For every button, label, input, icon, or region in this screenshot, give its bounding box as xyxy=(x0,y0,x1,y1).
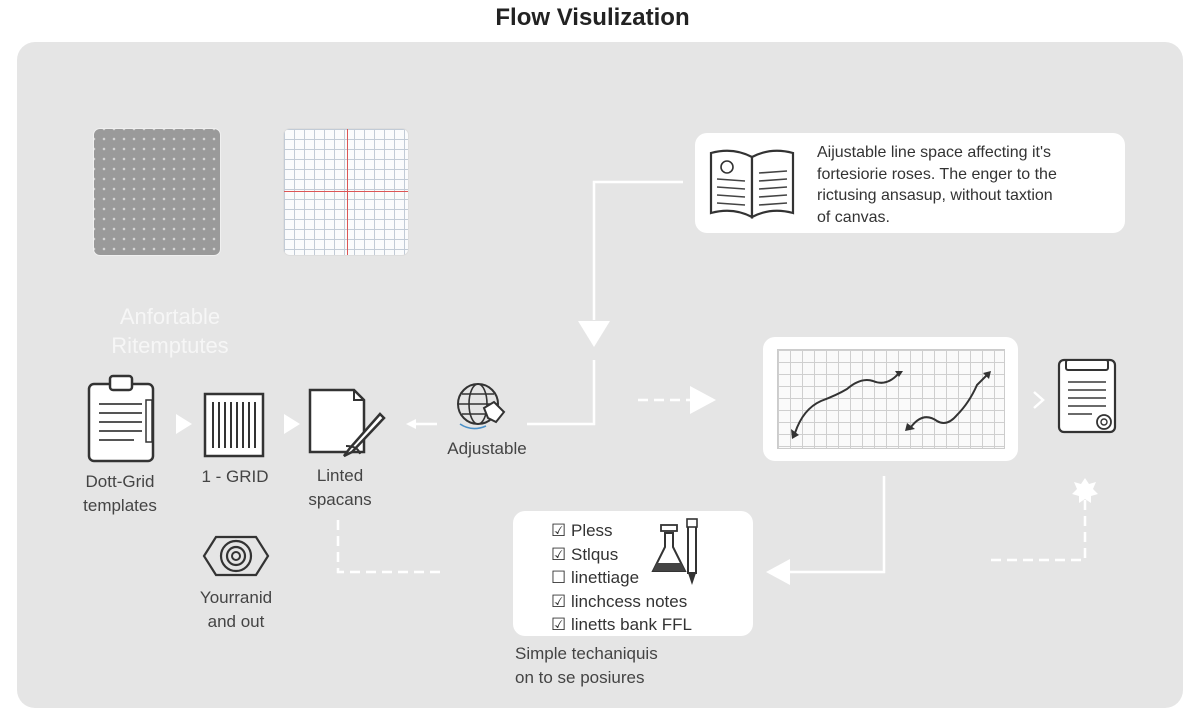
red-axis-vertical xyxy=(347,129,348,255)
arrowhead-down xyxy=(578,321,610,347)
label-linted-spacans: Linted spacans xyxy=(290,464,390,512)
checkbox-empty-icon[interactable]: ☐ xyxy=(551,568,567,587)
label-line: templates xyxy=(83,496,157,515)
chart-card[interactable] xyxy=(763,337,1018,461)
page-pen-icon xyxy=(308,388,386,458)
label-line: and out xyxy=(207,612,265,631)
info-line: Aijustable line space affecting it's xyxy=(817,144,1052,161)
checklist-item[interactable]: ☑ Pless xyxy=(551,519,692,543)
checklist-item-label: linchcess notes xyxy=(570,591,688,611)
checklist-item-label: linettiage xyxy=(570,568,640,587)
label-adjustable: Adjustable xyxy=(447,439,527,458)
connector-dashed-right xyxy=(990,500,1087,562)
arrowhead-step2 xyxy=(284,414,300,434)
pen-icon xyxy=(686,518,698,585)
arrowhead-checklist xyxy=(766,559,790,585)
open-book-icon xyxy=(709,149,795,219)
lens-icon xyxy=(202,535,270,577)
page-title: Flow Visulization xyxy=(495,4,690,31)
faded-heading: Anfortable Ritemptutes xyxy=(70,302,270,360)
grid-sheet-icon xyxy=(203,392,265,458)
label-yourranid: Yourranid and out xyxy=(180,586,292,634)
report-icon xyxy=(1057,358,1117,434)
arrowhead-chart xyxy=(690,386,716,414)
caption-line: on to se posiures xyxy=(515,668,645,687)
connector-chevron xyxy=(1033,391,1045,409)
checklist-item[interactable]: ☐ linettiage xyxy=(551,566,692,590)
grid-template-tile[interactable] xyxy=(283,128,409,256)
red-axis-horizontal xyxy=(284,191,408,192)
checklist-item-label: linetts bank FFL xyxy=(570,615,692,634)
checklist-caption: Simple techaniquis on to se posiures xyxy=(515,642,755,690)
gear-icon xyxy=(1072,478,1098,503)
checkbox-checked-icon[interactable]: ☑ xyxy=(551,615,567,634)
faded-heading-line-1: Anfortable xyxy=(119,304,221,329)
clipboard-icon xyxy=(87,374,155,463)
label-line: Linted xyxy=(316,466,364,485)
connector-info-down xyxy=(592,180,683,320)
checklist-item[interactable]: ☑ linetts bank FFL xyxy=(551,613,692,637)
dot-grid-template-tile[interactable] xyxy=(93,128,221,256)
info-line: fortesiorie roses. The enger to the xyxy=(817,165,1057,183)
globe-hand-icon xyxy=(457,383,506,430)
chart-grid xyxy=(777,349,1005,449)
checkbox-checked-icon[interactable]: ☑ xyxy=(551,591,567,611)
info-line: of canvas. xyxy=(817,208,890,226)
connector-chart-checklist xyxy=(790,476,886,574)
checklist: ☑ Pless ☑ Stlqus ☐ linettiage ☑ linchces… xyxy=(551,519,692,637)
label-line: spacans xyxy=(308,490,372,509)
flask-icon xyxy=(651,524,687,572)
trend-lines xyxy=(791,371,991,439)
checklist-card: ☑ Pless ☑ Stlqus ☐ linettiage ☑ linchces… xyxy=(513,511,753,636)
label-line: Yourranid xyxy=(199,588,273,607)
checklist-item-label: Stlqus xyxy=(570,544,619,564)
checklist-item[interactable]: ☑ Stlqus xyxy=(551,543,692,567)
checkbox-checked-icon[interactable]: ☑ xyxy=(551,521,567,540)
connector-to-globe xyxy=(527,360,596,426)
checkbox-checked-icon[interactable]: ☑ xyxy=(551,544,567,564)
label-line: Dott-Grid xyxy=(85,472,155,491)
info-line: rictusing ansasup, without taxtion xyxy=(817,187,1053,204)
info-card: Aijustable line space affecting it's for… xyxy=(695,133,1125,233)
label-dot-grid-templates: Dott-Grid templates xyxy=(60,470,180,518)
checklist-item[interactable]: ☑ linchcess notes xyxy=(551,590,692,614)
info-card-text: Aijustable line space affecting it's for… xyxy=(817,142,1057,228)
checklist-item-label: Pless xyxy=(570,521,613,540)
label-1-grid: 1 - GRID xyxy=(201,467,269,486)
arrowhead-step1 xyxy=(176,414,192,434)
caption-line: Simple techaniquis xyxy=(515,644,658,663)
faded-heading-line-2: Ritemptutes xyxy=(111,333,229,358)
connector-dashed-lined xyxy=(336,520,442,574)
